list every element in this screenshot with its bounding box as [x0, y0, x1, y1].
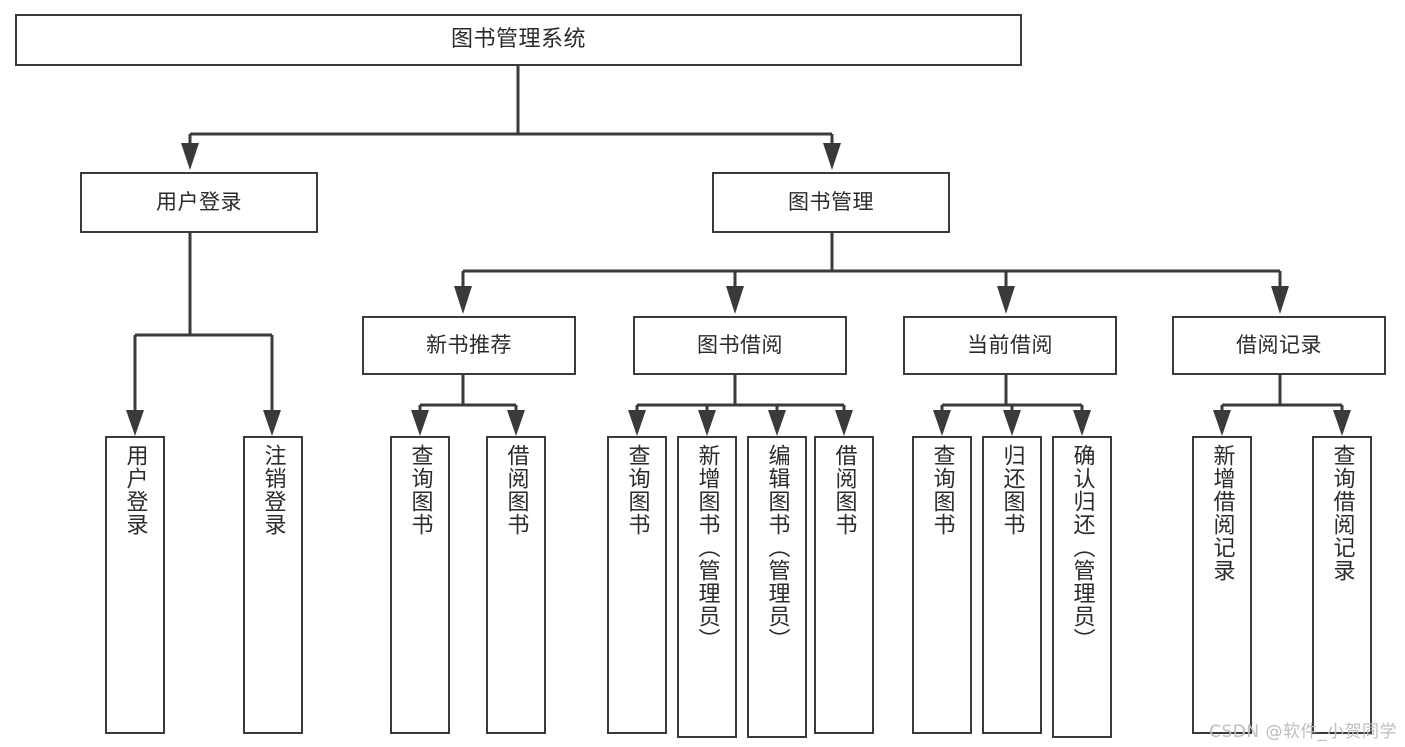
node-book-borrow[interactable]: 图书借阅 [633, 316, 847, 375]
arrowhead-new-book [454, 286, 472, 314]
node-new-book-recommend-label: 新书推荐 [426, 333, 512, 358]
leaf-bb-edit-book[interactable]: 编辑图书（管理员） [747, 436, 807, 738]
leaf-user-login[interactable]: 用户登录 [105, 436, 165, 734]
leaf-nb-borrow-book[interactable]: 借阅图书 [486, 436, 546, 734]
leaf-bb-add-book[interactable]: 新增图书（管理员） [677, 436, 737, 738]
leaf-bb-add-book-label: 新增图书（管理员） [694, 444, 720, 651]
leaf-cb-return-book-label: 归还图书 [999, 444, 1025, 536]
arrowhead-br-query [1333, 410, 1351, 436]
arrowhead-cb-confirm [1073, 410, 1091, 436]
arrowhead-cb-query [933, 410, 951, 436]
arrowhead-nb-query [411, 410, 429, 436]
arrowhead-borrow-record [1271, 286, 1289, 314]
arrowhead-bb-edit [768, 410, 786, 436]
leaf-br-add-record[interactable]: 新增借阅记录 [1192, 436, 1252, 734]
node-book-borrow-label: 图书借阅 [697, 333, 783, 358]
arrowhead-cb-return [1003, 410, 1021, 436]
arrowhead-bookmgmt [823, 143, 841, 170]
arrowhead-current-borrow [997, 286, 1015, 314]
leaf-br-add-record-label: 新增借阅记录 [1209, 444, 1235, 582]
node-book-management-label: 图书管理 [788, 190, 874, 215]
leaf-br-query-record-label: 查询借阅记录 [1329, 444, 1355, 582]
arrowhead-book-borrow [726, 286, 744, 314]
leaf-cb-confirm-return-label: 确认归还（管理员） [1069, 444, 1095, 651]
arrowhead-br-add [1213, 410, 1231, 436]
watermark-text: CSDN @软件_小贺同学 [1209, 722, 1397, 742]
leaf-nb-query-book-label: 查询图书 [407, 444, 433, 536]
leaf-cb-query-book[interactable]: 查询图书 [912, 436, 972, 734]
node-current-borrow[interactable]: 当前借阅 [903, 316, 1117, 375]
node-borrow-record-label: 借阅记录 [1236, 333, 1322, 358]
node-borrow-record[interactable]: 借阅记录 [1172, 316, 1386, 375]
node-user-login-label: 用户登录 [156, 190, 242, 215]
leaf-user-login-label: 用户登录 [122, 444, 148, 536]
leaf-bb-query-book-label: 查询图书 [624, 444, 650, 536]
leaf-br-query-record[interactable]: 查询借阅记录 [1312, 436, 1372, 734]
arrowhead-bb-add [698, 410, 716, 436]
arrowhead-logout [263, 410, 281, 436]
leaf-logout[interactable]: 注销登录 [243, 436, 303, 734]
arrowhead-bb-query [628, 410, 646, 436]
arrowhead-bb-borrow [835, 410, 853, 436]
leaf-bb-borrow-book[interactable]: 借阅图书 [814, 436, 874, 734]
arrowhead-nb-borrow [507, 410, 525, 436]
leaf-nb-borrow-book-label: 借阅图书 [503, 444, 529, 536]
node-book-management[interactable]: 图书管理 [712, 172, 950, 233]
leaf-cb-query-book-label: 查询图书 [929, 444, 955, 536]
arrowhead-user-login [126, 410, 144, 436]
leaf-logout-label: 注销登录 [260, 444, 286, 536]
leaf-cb-return-book[interactable]: 归还图书 [982, 436, 1042, 734]
node-current-borrow-label: 当前借阅 [967, 333, 1053, 358]
leaf-cb-confirm-return[interactable]: 确认归还（管理员） [1052, 436, 1112, 738]
node-new-book-recommend[interactable]: 新书推荐 [362, 316, 576, 375]
node-root-label: 图书管理系统 [450, 27, 586, 53]
leaf-bb-edit-book-label: 编辑图书（管理员） [764, 444, 790, 651]
leaf-bb-query-book[interactable]: 查询图书 [607, 436, 667, 734]
leaf-bb-borrow-book-label: 借阅图书 [831, 444, 857, 536]
node-root-system[interactable]: 图书管理系统 [15, 14, 1022, 66]
node-user-login[interactable]: 用户登录 [80, 172, 318, 233]
leaf-nb-query-book[interactable]: 查询图书 [390, 436, 450, 734]
arrowhead-login [181, 143, 199, 170]
